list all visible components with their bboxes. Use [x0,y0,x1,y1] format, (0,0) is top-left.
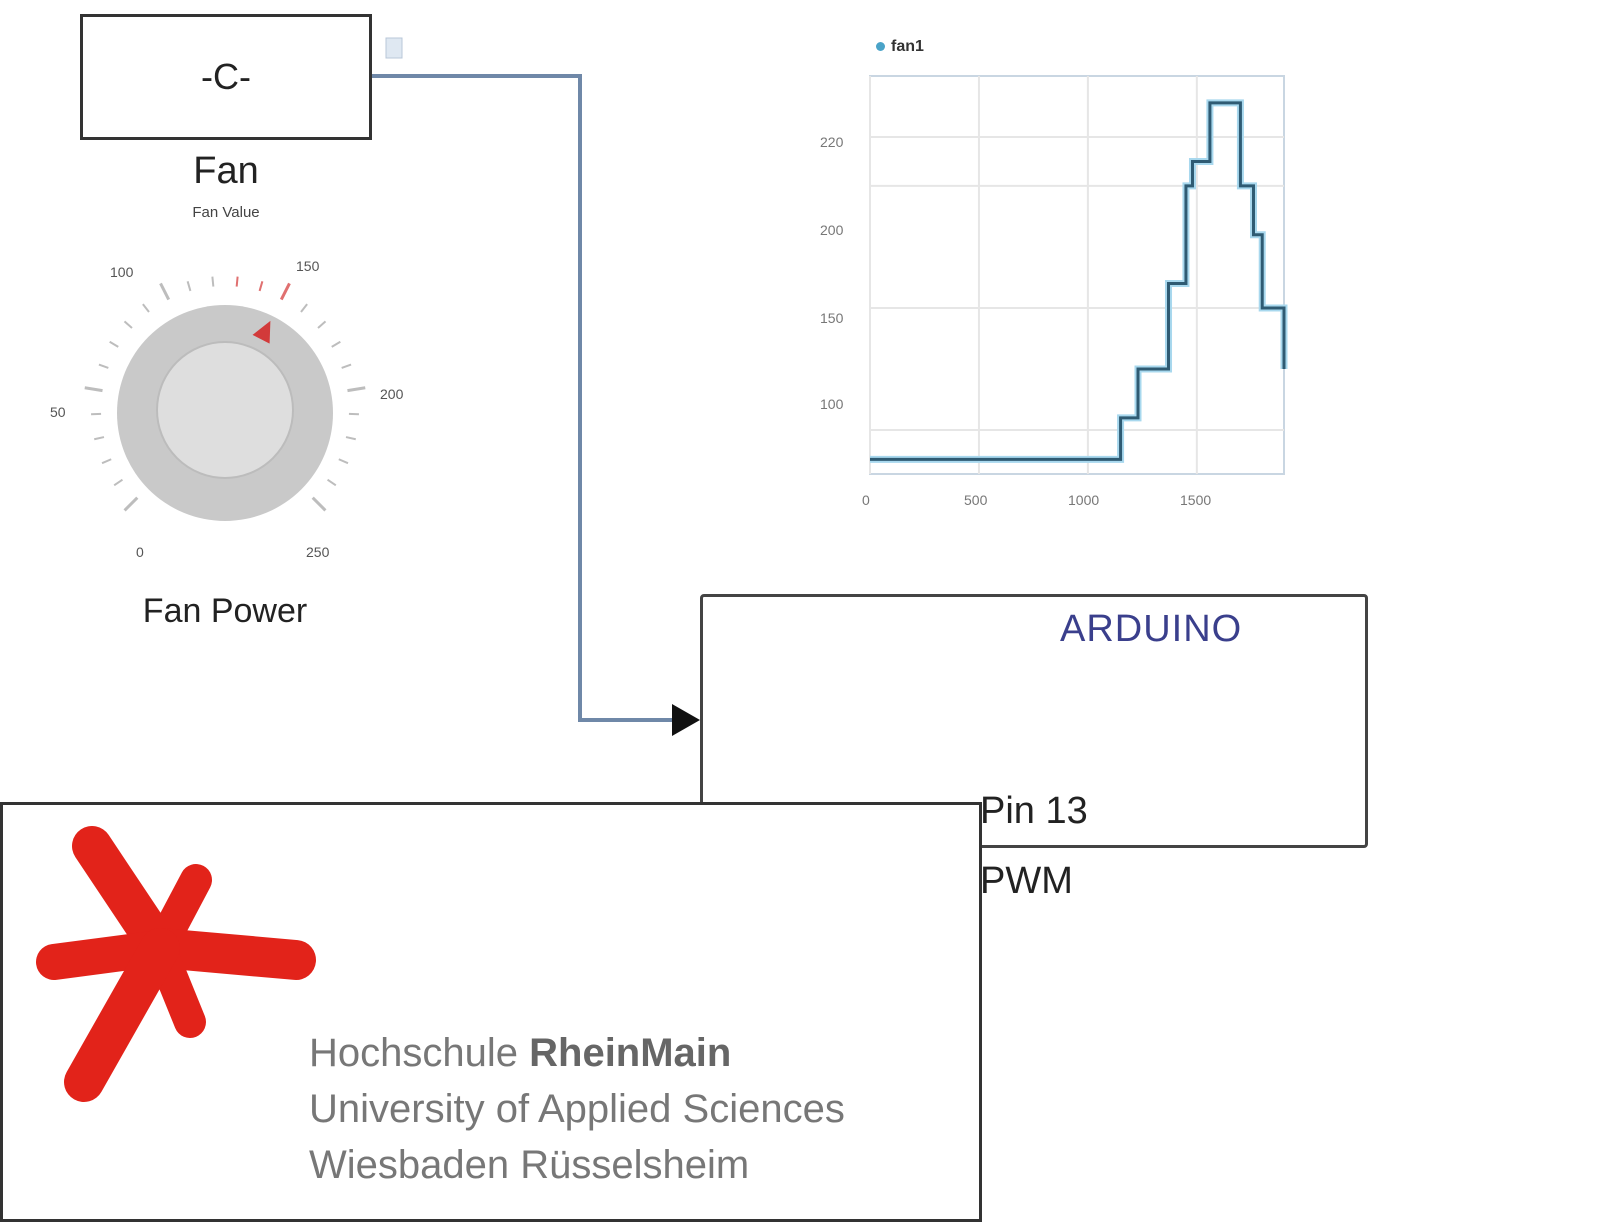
pin-label: Pin 13 [980,790,1088,833]
constant-block-label: -C- [201,56,251,98]
knob-tick [161,283,169,299]
knob-tick [94,437,104,439]
knob-tick [347,388,365,391]
x-tick-label: 1500 [1180,492,1211,508]
constant-block[interactable]: -C- [80,14,372,140]
y-tick-label: 220 [820,134,843,150]
knob-tick [99,365,108,368]
scope-chart [870,76,1284,474]
knob-tick-label: 0 [136,544,144,560]
knob-tick-label: 250 [306,544,329,560]
knob-tick [318,321,326,328]
knob-inner [157,342,293,478]
university-name-regular: Hochschule [309,1031,529,1075]
knob-tick [346,437,356,439]
y-tick-label: 150 [820,310,843,326]
y-tick-label: 200 [820,222,843,238]
legend-entry: fan1 [891,38,924,55]
knob-tick [114,480,122,486]
university-line2: University of Applied Sciences [309,1087,845,1132]
plot-area [870,76,1284,474]
y-tick-label: 100 [820,396,843,412]
signal-wire[interactable] [372,76,680,720]
knob-tick [110,342,119,347]
knob-tick [260,281,263,291]
knob-tick-label: 100 [110,264,133,280]
knob-tick [102,459,111,463]
x-tick-label: 0 [862,492,870,508]
knob-tick-label: 50 [50,404,66,420]
knob-tick-label: 200 [380,386,403,402]
x-tick-label: 1000 [1068,492,1099,508]
constant-block-title: Fan [80,150,372,193]
knob-dial[interactable] [85,277,366,521]
arduino-logo-text: ARDUINO [1060,608,1242,651]
university-logo-panel: Hochschule RheinMain University of Appli… [0,802,982,1222]
x-tick-label: 500 [964,492,987,508]
knob-tick [328,480,336,486]
knob-label: Fan Power [100,592,350,631]
university-name-bold: RheinMain [529,1031,731,1075]
knob-tick [342,365,351,368]
wire-arrowhead [672,704,700,736]
knob-tick [188,281,191,291]
legend-marker-icon [876,42,885,51]
knob-tick [237,277,238,287]
university-name: Hochschule RheinMain [309,1031,731,1076]
knob-tick [85,388,103,391]
knob-tick [143,304,149,312]
constant-block-subtitle: Fan Value [80,204,372,221]
knob-tick [313,498,326,511]
knob-tick-label: 150 [296,258,319,274]
output-port-icon [386,38,402,58]
knob-tick [332,342,341,347]
knob-tick [212,277,213,287]
knob-tick [125,498,138,511]
knob-tick [301,304,307,312]
knob-tick [124,321,132,328]
knob-tick [339,459,348,463]
university-line3: Wiesbaden Rüsselsheim [309,1143,749,1188]
chart-legend: fan1 [876,38,924,56]
pwm-label: PWM [980,860,1073,903]
knob-tick [281,283,289,299]
